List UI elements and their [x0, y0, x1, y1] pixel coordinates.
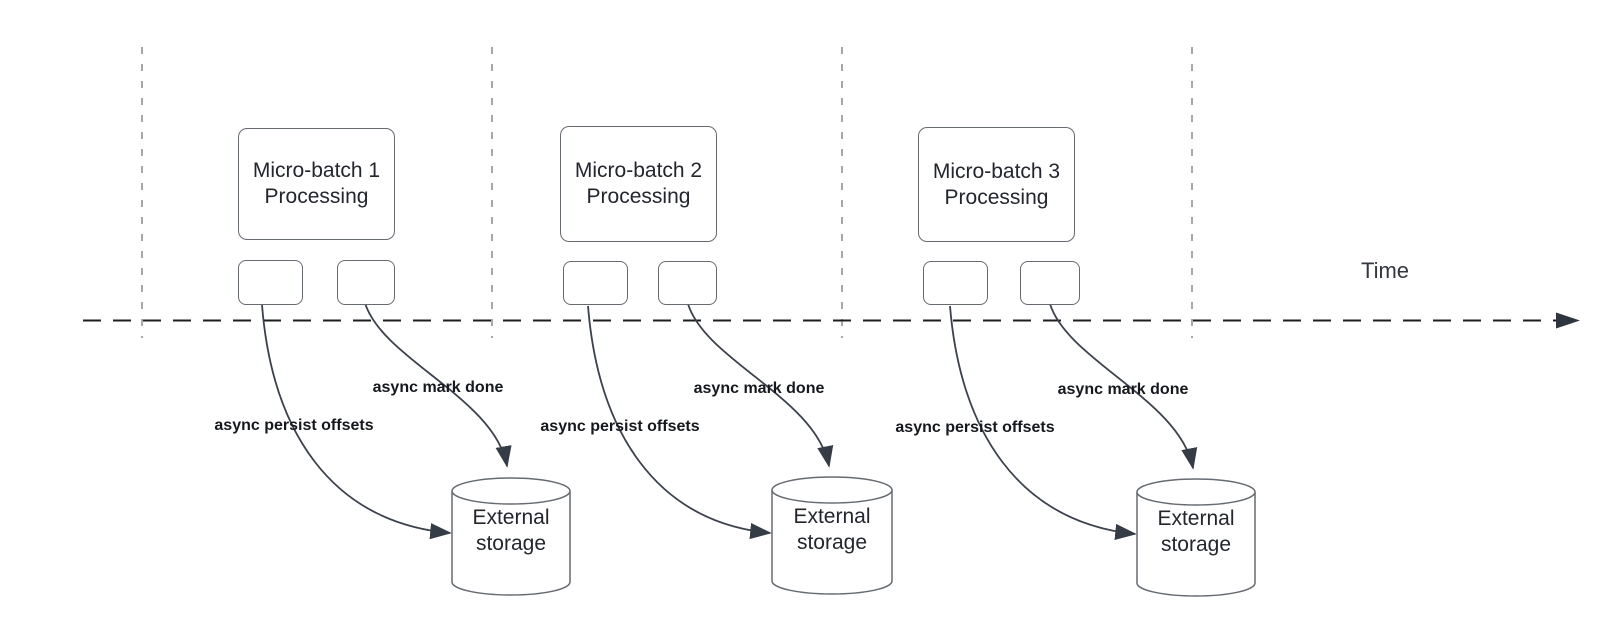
task-box-done-2 [658, 261, 717, 305]
micro-batch-2-processing-box: Micro-batch 2 Processing [560, 126, 717, 242]
async-mark-done-label: async mark done [1057, 381, 1189, 398]
time-axis-label: Time [1360, 258, 1410, 283]
external-storage-cylinder-1 [451, 477, 571, 596]
processing-box-title-line2: Processing [586, 185, 691, 208]
async-mark-done-arrow-1 [364, 302, 512, 468]
processing-box-title-line2: Processing [944, 185, 1049, 209]
task-box-done-3 [1020, 261, 1080, 305]
external-storage-cylinder-2 [771, 476, 893, 595]
async-persist-offsets-label: async persist offsets [214, 417, 374, 434]
async-mark-done-arrow-2 [687, 303, 834, 468]
async-mark-done-arrow-3 [1049, 303, 1198, 470]
task-box-persist-1 [238, 260, 303, 305]
async-persist-offsets-arrow-1 [261, 304, 452, 540]
async-mark-done-label: async mark done [693, 380, 825, 397]
time-axis-arrowhead-icon [1556, 312, 1580, 329]
external-storage-label: External storage [793, 505, 871, 554]
external-storage-label: External storage [1157, 507, 1235, 556]
external-storage-label: External storage [472, 506, 550, 555]
async-persist-offsets-label: async persist offsets [540, 418, 700, 435]
external-storage-cylinder-3 [1136, 478, 1256, 597]
processing-box-title-line1: Micro-batch 2 [574, 159, 703, 182]
task-box-done-1 [337, 260, 395, 305]
processing-box-title-line2: Processing [264, 185, 369, 208]
async-persist-offsets-arrow-2 [587, 305, 772, 540]
async-persist-offsets-arrow-3 [949, 305, 1137, 541]
task-box-persist-2 [563, 261, 628, 305]
micro-batch-3-processing-box: Micro-batch 3 Processing [918, 127, 1075, 242]
processing-box-title-line1: Micro-batch 1 [252, 159, 381, 182]
async-persist-offsets-label: async persist offsets [895, 419, 1055, 436]
task-box-persist-3 [923, 261, 988, 305]
processing-box-title-line1: Micro-batch 3 [932, 159, 1061, 183]
micro-batch-1-processing-box: Micro-batch 1 Processing [238, 128, 395, 240]
async-mark-done-label: async mark done [372, 379, 504, 396]
